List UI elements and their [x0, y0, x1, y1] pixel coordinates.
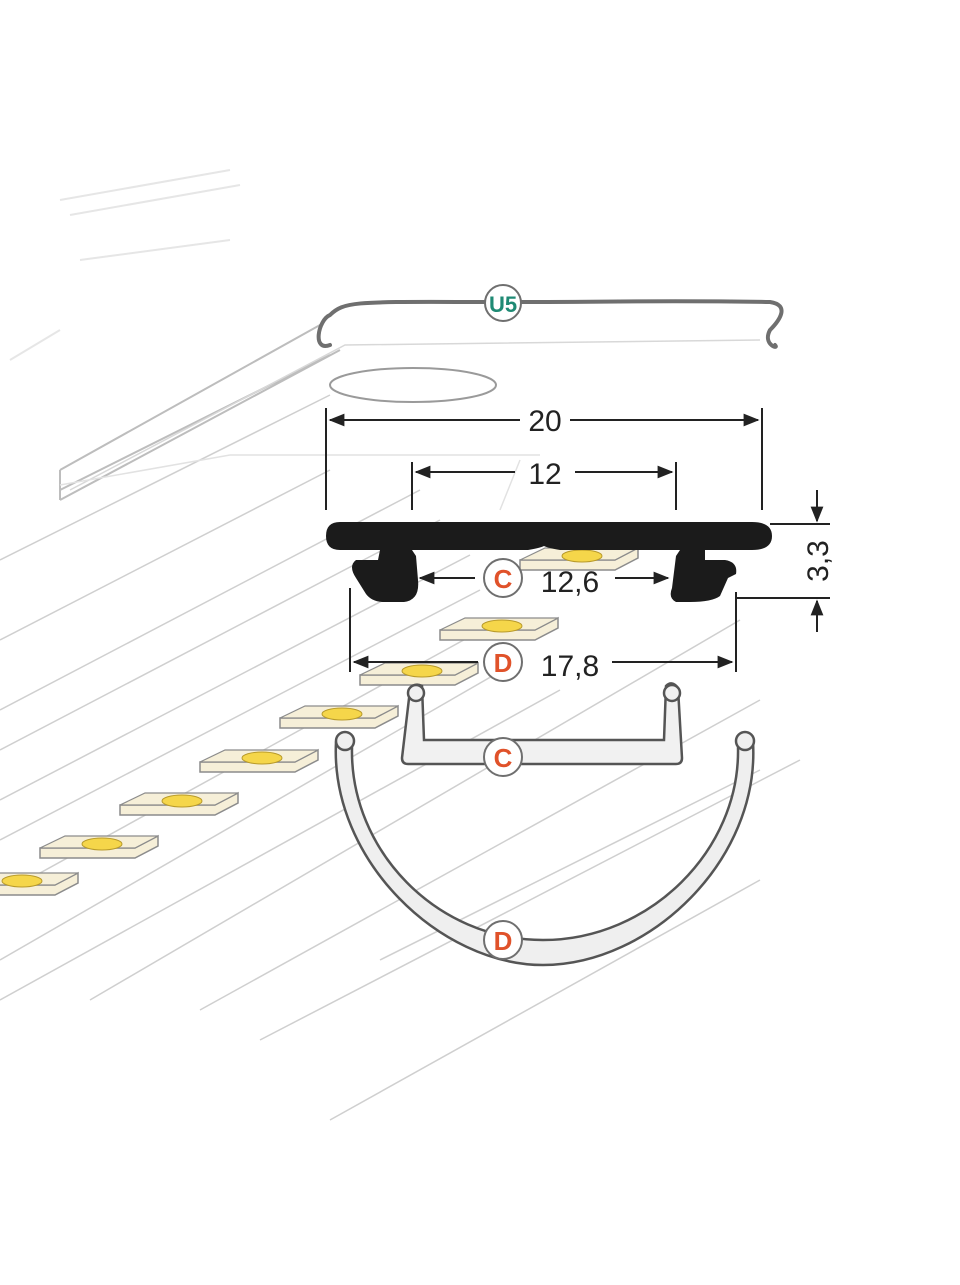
badge-d-top-label: D: [494, 648, 513, 678]
badge-d-top: D: [483, 642, 523, 682]
cover-d: [334, 730, 756, 967]
led-chip: [359, 661, 479, 686]
led-chip: [119, 791, 239, 816]
ghost-strokes: [9, 169, 241, 361]
badge-d-cover-label: D: [494, 926, 513, 956]
dimension-17-8-label: 17,8: [541, 650, 599, 683]
led-chip: [0, 871, 79, 896]
dimension-12-label: 12: [528, 458, 561, 491]
u5-cover-strip: [59, 299, 784, 511]
badge-c-top-label: C: [494, 564, 513, 594]
badge-c-cover: C: [483, 737, 523, 777]
dimension-inner-width: [411, 462, 677, 510]
badge-d-cover: D: [483, 920, 523, 960]
badge-u5: U5: [484, 284, 522, 322]
led-chip: [439, 616, 559, 641]
dimension-20-label: 20: [528, 405, 561, 438]
dimension-3-3-label: 3,3: [802, 540, 835, 582]
aluminium-profile: [326, 522, 772, 602]
dimension-height: [736, 490, 830, 632]
badge-c-top: C: [483, 558, 523, 598]
dimension-d-width: [349, 588, 737, 672]
badge-u5-label: U5: [489, 292, 517, 317]
led-chip: [39, 834, 159, 859]
dimension-overall-width: [325, 408, 763, 510]
cover-c: [400, 682, 684, 766]
dimension-12-6-label: 12,6: [541, 566, 599, 599]
led-strip: [0, 546, 639, 896]
led-chip: [279, 704, 399, 729]
extrusion-lines: [0, 394, 801, 1121]
led-chip: [199, 748, 319, 773]
badge-c-cover-label: C: [494, 743, 513, 773]
